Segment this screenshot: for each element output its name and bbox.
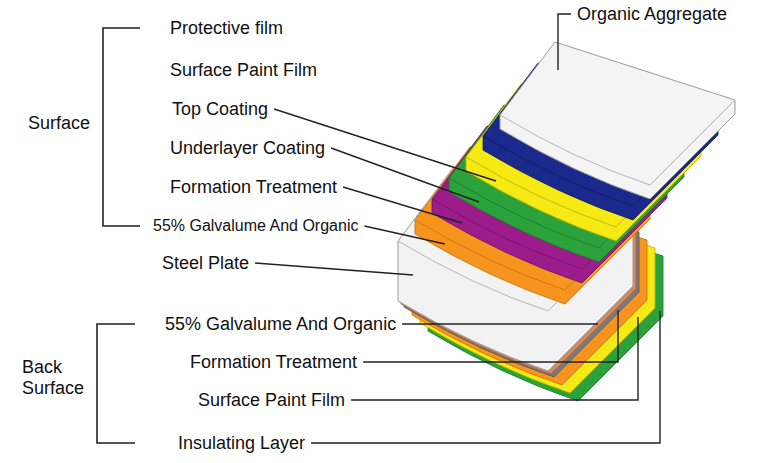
layer-label: Formation Treatment (170, 177, 337, 198)
group-label: Surface (28, 113, 90, 134)
layer-label: Steel Plate (162, 253, 249, 274)
layer-label: Organic Aggregate (577, 4, 727, 25)
layer-label: 55% Galvalume And Organic (153, 217, 358, 235)
leader-line (363, 310, 618, 362)
leader-line (558, 14, 571, 70)
leader-line (255, 263, 413, 275)
layer-label: Surface Paint Film (198, 390, 345, 411)
leader-line (331, 148, 479, 202)
layer-label: 55% Galvalume And Organic (165, 314, 396, 335)
layer-label: Formation Treatment (190, 352, 357, 373)
leader-line (343, 187, 462, 223)
layer-label: Insulating Layer (178, 433, 305, 454)
layer-label: Underlayer Coating (170, 138, 325, 159)
leader-line (364, 226, 445, 244)
layer-label: Protective film (170, 18, 283, 39)
surface-bracket (103, 28, 140, 226)
organic-aggregate-layer (500, 42, 735, 199)
back-surface-bracket (97, 324, 135, 443)
leader-line (402, 323, 598, 324)
layer-label: Surface Paint Film (170, 60, 317, 81)
layer-label: Top Coating (172, 99, 268, 120)
group-label: Back Surface (22, 357, 102, 398)
